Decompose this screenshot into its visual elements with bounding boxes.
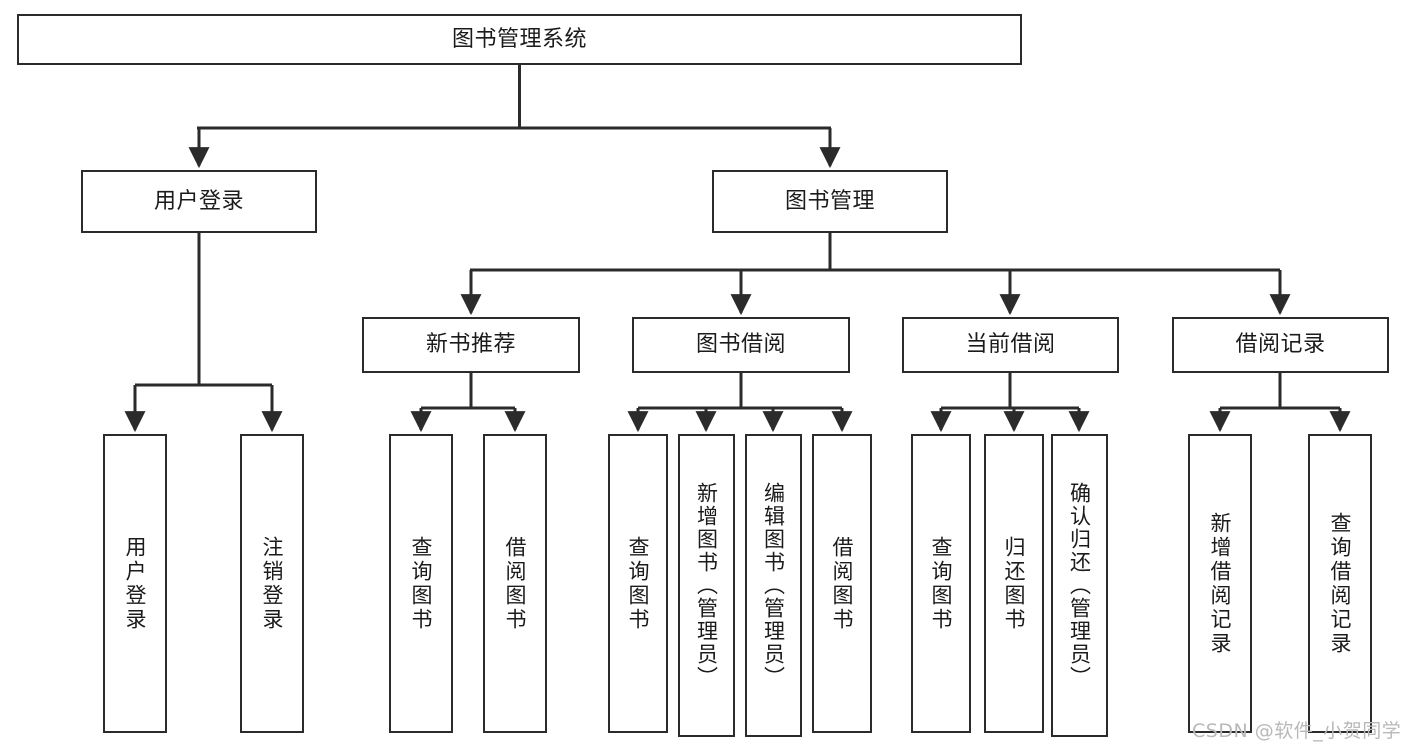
node-leaf-query-book-2-label: 查询图书 <box>626 535 651 632</box>
csdn-watermark: CSDN @软件_小贺同学 <box>1192 720 1402 742</box>
node-leaf-user-login[interactable]: 用户登录 <box>103 434 167 733</box>
node-leaf-add-book[interactable]: 新增图书（管理员） <box>678 434 735 737</box>
node-leaf-add-book-label: 新增图书（管理员） <box>694 482 719 689</box>
node-book-manage[interactable]: 图书管理 <box>712 170 948 233</box>
node-current-borrow-label: 当前借阅 <box>965 332 1056 358</box>
node-leaf-query-book-1[interactable]: 查询图书 <box>389 434 453 733</box>
node-root[interactable]: 图书管理系统 <box>17 14 1022 65</box>
node-leaf-logout[interactable]: 注销登录 <box>240 434 304 733</box>
node-new-book-rec-label: 新书推荐 <box>425 332 516 358</box>
node-leaf-borrow-book-2-label: 借阅图书 <box>830 535 855 632</box>
node-leaf-user-login-label: 用户登录 <box>123 535 148 632</box>
node-user-login-label: 用户登录 <box>153 188 244 214</box>
node-leaf-query-record-label: 查询借阅记录 <box>1328 511 1353 656</box>
node-leaf-borrow-book-1-label: 借阅图书 <box>503 535 528 632</box>
node-leaf-query-book-1-label: 查询图书 <box>409 535 434 632</box>
node-book-borrow[interactable]: 图书借阅 <box>632 317 850 373</box>
node-leaf-add-record-label: 新增借阅记录 <box>1208 511 1233 656</box>
node-leaf-query-record[interactable]: 查询借阅记录 <box>1308 434 1372 733</box>
node-leaf-query-book-3-label: 查询图书 <box>929 535 954 632</box>
node-user-login[interactable]: 用户登录 <box>81 170 317 233</box>
node-borrow-record[interactable]: 借阅记录 <box>1172 317 1389 373</box>
node-leaf-borrow-book-1[interactable]: 借阅图书 <box>483 434 547 733</box>
node-borrow-record-label: 借阅记录 <box>1235 332 1326 358</box>
node-leaf-logout-label: 注销登录 <box>260 535 285 632</box>
node-new-book-rec[interactable]: 新书推荐 <box>362 317 580 373</box>
node-book-manage-label: 图书管理 <box>784 188 875 214</box>
node-leaf-add-record[interactable]: 新增借阅记录 <box>1188 434 1252 733</box>
node-leaf-query-book-3[interactable]: 查询图书 <box>911 434 971 733</box>
node-leaf-confirm-return-label: 确认归还（管理员） <box>1067 482 1092 689</box>
node-current-borrow[interactable]: 当前借阅 <box>902 317 1119 373</box>
node-root-label: 图书管理系统 <box>451 26 587 52</box>
node-leaf-return-book[interactable]: 归还图书 <box>984 434 1044 733</box>
node-leaf-query-book-2[interactable]: 查询图书 <box>608 434 668 733</box>
node-book-borrow-label: 图书借阅 <box>695 332 786 358</box>
node-leaf-confirm-return[interactable]: 确认归还（管理员） <box>1051 434 1108 737</box>
node-leaf-edit-book[interactable]: 编辑图书（管理员） <box>745 434 802 737</box>
node-leaf-edit-book-label: 编辑图书（管理员） <box>761 482 786 689</box>
node-leaf-borrow-book-2[interactable]: 借阅图书 <box>812 434 872 733</box>
node-leaf-return-book-label: 归还图书 <box>1002 535 1027 632</box>
